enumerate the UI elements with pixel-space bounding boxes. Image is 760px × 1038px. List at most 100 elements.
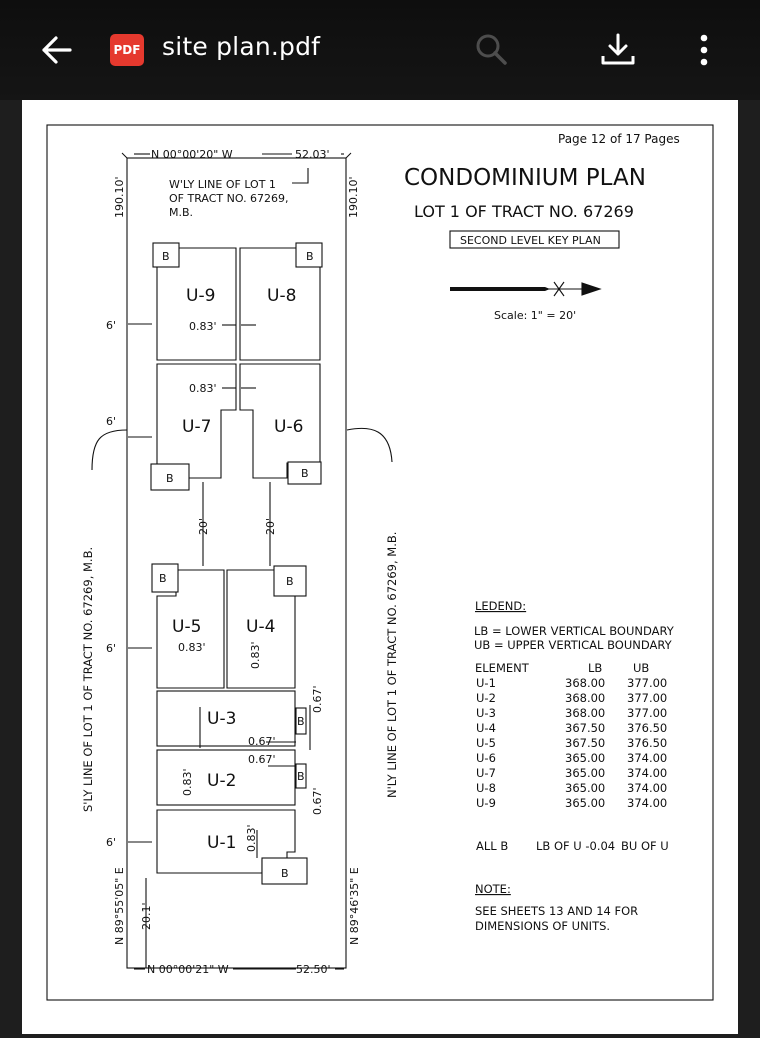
unit-label-u3: U-3 bbox=[207, 709, 236, 729]
top-bearing: N 00°00'20" W bbox=[151, 148, 233, 161]
sly-line-label: S'LY LINE OF LOT 1 OF TRACT NO. 67269, M… bbox=[81, 547, 95, 812]
note-line2: DIMENSIONS OF UNITS. bbox=[475, 919, 610, 933]
legend-ub-cell: 374.00 bbox=[627, 766, 667, 780]
dim-083: 0.83' bbox=[189, 382, 217, 395]
legend-element-cell: U-5 bbox=[476, 736, 496, 750]
legend-ub-cell: 376.50 bbox=[627, 736, 667, 750]
search-icon[interactable] bbox=[474, 32, 508, 66]
legend-ub-cell: 376.50 bbox=[627, 721, 667, 735]
dim-083: 0.83' bbox=[181, 768, 194, 796]
wly-note-line3: M.B. bbox=[169, 206, 193, 219]
bottom-left-distance: 20.1' bbox=[140, 902, 153, 930]
arrow-back-icon[interactable] bbox=[38, 34, 74, 66]
note-line1: SEE SHEETS 13 AND 14 FOR bbox=[475, 904, 638, 918]
unit-label-u5: U-5 bbox=[172, 617, 201, 637]
unit-label-u9: U-9 bbox=[186, 286, 215, 306]
dim-083: 0.83' bbox=[178, 641, 206, 654]
gap-dim: 20' bbox=[197, 518, 210, 535]
legend-lb-cell: 365.00 bbox=[565, 766, 605, 780]
legend-ub-cell: 377.00 bbox=[627, 676, 667, 690]
right-top-distance: 190.10' bbox=[347, 176, 360, 218]
wly-note-line2: OF TRACT NO. 67269, bbox=[169, 192, 289, 205]
legend-lb-cell: 367.50 bbox=[565, 736, 605, 750]
legend-element-cell: U-8 bbox=[476, 781, 496, 795]
legend-ub-cell: 374.00 bbox=[627, 781, 667, 795]
setback-dim: 6' bbox=[106, 415, 116, 428]
bottom-distance: 52.50' bbox=[296, 963, 331, 976]
dim-083: 0.83' bbox=[249, 641, 262, 669]
legend-ub-cell: 377.00 bbox=[627, 691, 667, 705]
legend-element-cell: U-7 bbox=[476, 766, 496, 780]
note-heading: NOTE: bbox=[475, 882, 511, 896]
legend-element-cell: U-4 bbox=[476, 721, 496, 735]
balcony-label: B bbox=[281, 867, 289, 880]
pdf-file-icon: PDF bbox=[110, 34, 144, 66]
left-bearing: N 89°55'05" E bbox=[113, 867, 126, 945]
legend-ub-cell: 377.00 bbox=[627, 706, 667, 720]
balcony-label: B bbox=[286, 575, 294, 588]
unit-label-u8: U-8 bbox=[267, 286, 296, 306]
unit-u6-outline bbox=[239, 363, 321, 479]
unit-label-u1: U-1 bbox=[207, 833, 236, 853]
page-indicator: Page 12 of 17 Pages bbox=[558, 132, 680, 146]
sheet-subtitle: LOT 1 OF TRACT NO. 67269 bbox=[414, 202, 634, 221]
download-icon[interactable] bbox=[598, 32, 638, 68]
setback-dim: 6' bbox=[106, 319, 116, 332]
dim-083: 0.83' bbox=[189, 320, 217, 333]
legend-col-element: ELEMENT bbox=[475, 661, 530, 675]
balcony-label: B bbox=[306, 250, 314, 263]
lot-boundary bbox=[126, 157, 347, 969]
dim-067: 0.67' bbox=[311, 685, 324, 713]
legend-lb-cell: 368.00 bbox=[565, 691, 605, 705]
legend-element-cell: U-9 bbox=[476, 796, 496, 810]
dim-067: 0.67' bbox=[248, 753, 276, 766]
unit-label-u4: U-4 bbox=[246, 617, 275, 637]
top-distance: 52.03' bbox=[295, 148, 330, 161]
unit-u8-outline bbox=[239, 247, 321, 361]
legend-ub-cell: 374.00 bbox=[627, 796, 667, 810]
unit-label-u7: U-7 bbox=[182, 417, 211, 437]
unit-u9-outline bbox=[156, 247, 237, 361]
file-name: site plan.pdf bbox=[162, 32, 321, 61]
setback-dim: 6' bbox=[106, 836, 116, 849]
scale-label: Scale: 1" = 20' bbox=[494, 309, 576, 322]
balcony-label: B bbox=[159, 572, 167, 585]
legend-lb-definition: LB = LOWER VERTICAL BOUNDARY bbox=[474, 624, 675, 638]
legend-col-lb: LB bbox=[588, 661, 602, 675]
all-b-label: ALL B bbox=[476, 839, 508, 853]
all-b-lb: LB OF U -0.04 bbox=[536, 839, 615, 853]
legend-lb-cell: 367.50 bbox=[565, 721, 605, 735]
condominium-plan-drawing: Page 12 of 17 Pages CONDOMINIUM PLAN LOT… bbox=[46, 124, 714, 1001]
gap-dim: 20' bbox=[264, 518, 277, 535]
sheet-title: CONDOMINIUM PLAN bbox=[404, 165, 646, 191]
dim-067: 0.67' bbox=[248, 735, 276, 748]
balcony-label: B bbox=[301, 467, 309, 480]
legend-lb-cell: 368.00 bbox=[565, 676, 605, 690]
pdf-page[interactable]: Page 12 of 17 Pages CONDOMINIUM PLAN LOT… bbox=[22, 100, 738, 1034]
dim-083: 0.83' bbox=[245, 824, 258, 852]
balcony-label: B bbox=[162, 250, 170, 263]
legend-heading: LEDEND: bbox=[475, 599, 526, 613]
right-bearing: N 89°46'35" E bbox=[348, 867, 361, 945]
unit-u2-outline bbox=[156, 749, 296, 806]
legend-lb-cell: 368.00 bbox=[565, 706, 605, 720]
legend-element-cell: U-3 bbox=[476, 706, 496, 720]
all-b-bu: BU OF U bbox=[621, 839, 669, 853]
bottom-bearing: N 00°00'21" W bbox=[147, 963, 229, 976]
nly-line-label: N'LY LINE OF LOT 1 OF TRACT NO. 67269, M… bbox=[385, 532, 399, 798]
balcony-label: B bbox=[166, 472, 174, 485]
left-top-distance: 190.10' bbox=[113, 176, 126, 218]
wly-note-line1: W'LY LINE OF LOT 1 bbox=[169, 178, 276, 191]
legend-ub-cell: 374.00 bbox=[627, 751, 667, 765]
unit-label-u6: U-6 bbox=[274, 417, 303, 437]
more-vertical-icon[interactable] bbox=[694, 32, 714, 68]
legend-ub-definition: UB = UPPER VERTICAL BOUNDARY bbox=[474, 638, 673, 652]
legend-element-cell: U-1 bbox=[476, 676, 496, 690]
sheet-border bbox=[46, 124, 714, 1001]
key-plan-label: SECOND LEVEL KEY PLAN bbox=[460, 234, 601, 247]
setback-dim: 6' bbox=[106, 642, 116, 655]
unit-label-u2: U-2 bbox=[207, 771, 236, 791]
legend-element-cell: U-2 bbox=[476, 691, 496, 705]
unit-u3-outline bbox=[156, 690, 296, 747]
